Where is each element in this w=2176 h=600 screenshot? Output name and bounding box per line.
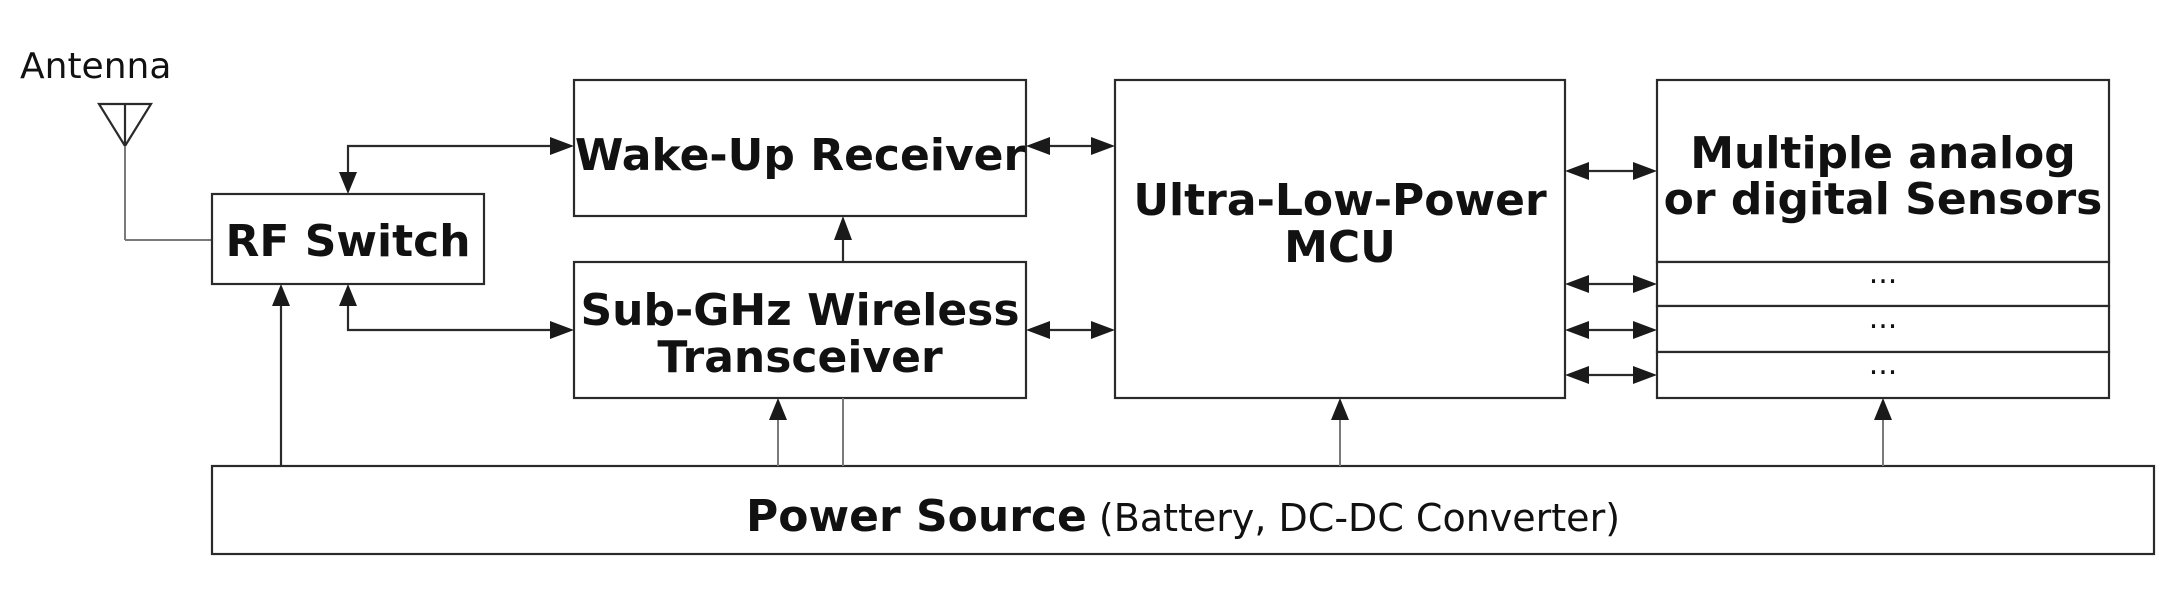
sensor-slot-3-label: ... — [1869, 347, 1898, 382]
transceiver-to-wakeup-arrow — [834, 216, 852, 262]
antenna-label: Antenna — [20, 46, 171, 87]
sensor-slot-3 — [1655, 350, 2111, 400]
power-to-rf-switch-arrow — [272, 284, 290, 466]
mcu-sensor-slot-2-link — [1565, 321, 1657, 339]
transceiver-label-line2: Transceiver — [657, 332, 943, 383]
power-source-label: Power Source (Battery, DC-DC Converter) — [746, 491, 1620, 542]
power-source-detail: (Battery, DC-DC Converter) — [1087, 496, 1620, 540]
rf-switch-label: RF Switch — [225, 216, 470, 267]
sensor-slot-2-label: ... — [1869, 301, 1898, 336]
power-to-transceiver-arrow — [769, 398, 787, 466]
sensors-label-line2: or digital Sensors — [1664, 174, 2103, 225]
rf-to-transceiver-connector — [339, 284, 574, 339]
transceiver-box — [572, 260, 1028, 400]
rf-to-wakeup-connector — [339, 137, 574, 194]
wakeup-receiver-label: Wake-Up Receiver — [575, 130, 1026, 181]
mcu-label-line1: Ultra-Low-Power — [1133, 175, 1547, 226]
power-source-box — [210, 464, 2156, 556]
power-to-sensors-arrow — [1874, 398, 1892, 466]
sensors-label-line1: Multiple analog — [1690, 128, 2076, 179]
wakeup-mcu-link — [1026, 137, 1115, 155]
mcu-sensor-slot-3-link — [1565, 366, 1657, 384]
mcu-sensors-link — [1565, 162, 1657, 180]
sensor-slot-1-label: ... — [1869, 256, 1898, 291]
mcu-sensor-slot-1-link — [1565, 275, 1657, 293]
transceiver-label-line1: Sub-GHz Wireless — [580, 285, 1019, 336]
power-source-title: Power Source — [746, 491, 1087, 542]
wakeup-receiver-box — [572, 78, 1028, 218]
antenna-icon — [97, 102, 212, 241]
mcu-box — [1113, 78, 1567, 400]
sensor-slot-2 — [1655, 304, 2111, 354]
mcu-label-line2: MCU — [1284, 222, 1396, 273]
rf-switch-box — [210, 192, 486, 286]
power-to-mcu-arrow — [1331, 398, 1349, 466]
transceiver-mcu-link — [1026, 321, 1115, 339]
